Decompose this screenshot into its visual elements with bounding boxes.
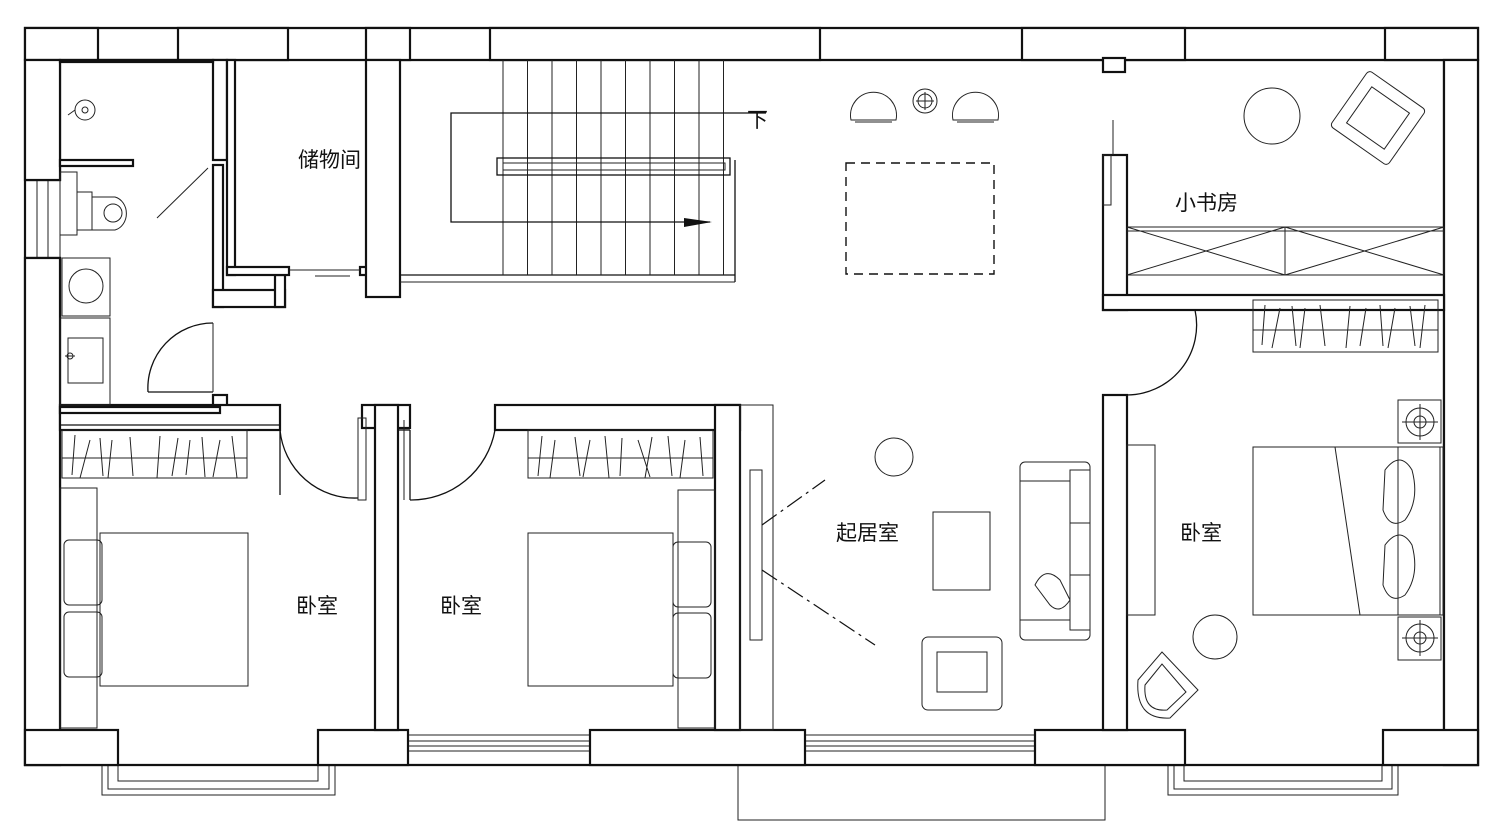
staircase: 下	[400, 60, 768, 283]
tv-stand-right	[1126, 444, 1156, 616]
dining-chairs	[850, 88, 999, 123]
door-corridor-west	[147, 322, 214, 393]
wardrobe-middle	[527, 429, 714, 479]
room-label-living: 起居室	[836, 522, 899, 545]
wardrobe-right	[1252, 299, 1439, 353]
armchair	[921, 636, 1003, 711]
sofa	[1019, 461, 1091, 641]
bedroom-lounge-chair	[1137, 651, 1199, 719]
nightstand-lamp-top	[1397, 399, 1442, 444]
room-label-bedroom-middle: 卧室	[440, 595, 482, 618]
tv-cabinet	[739, 404, 876, 731]
window-left-bath	[24, 179, 61, 259]
round-table	[874, 437, 914, 477]
floor-drain-icon	[67, 99, 96, 121]
balcony	[737, 765, 1106, 821]
bed-right	[1252, 446, 1444, 616]
room-label-bedroom-left: 卧室	[296, 595, 338, 618]
bed-middle	[527, 489, 716, 729]
nightstand-lamp-bottom	[1397, 616, 1442, 661]
stair-arrow-icon	[684, 218, 712, 227]
stair-direction-label: 下	[747, 109, 768, 132]
coffee-table	[932, 511, 991, 591]
door-bedroom-middle	[403, 420, 496, 501]
furniture	[59, 71, 1445, 731]
sink-icon	[59, 317, 111, 406]
window-bottom-living	[804, 734, 1036, 752]
door-bedroom-left	[279, 417, 367, 501]
wardrobe-left	[61, 429, 248, 479]
room-label-bedroom-right: 卧室	[1180, 522, 1222, 545]
toilet-icon	[59, 171, 127, 236]
window-bottom-middle	[407, 734, 593, 752]
rug-outline	[845, 162, 995, 275]
room-label-study: 小书房	[1175, 192, 1238, 215]
room-labels: 储物间 小书房 起居室 卧室 卧室 卧室	[296, 149, 1238, 618]
door-bedroom-right	[1126, 309, 1198, 396]
bay-window-left	[101, 765, 336, 796]
room-label-storage: 储物间	[298, 149, 361, 172]
bedroom-round-table	[1192, 614, 1238, 660]
study-round-table	[1243, 87, 1301, 145]
walls	[23, 26, 1480, 767]
door-storage-sliding	[290, 269, 360, 277]
bay-window-right	[1167, 765, 1399, 796]
washing-machine-icon	[61, 257, 111, 317]
doors	[147, 120, 1198, 501]
exterior-wall	[23, 26, 1480, 767]
door-bathroom	[156, 167, 209, 219]
study-armchair	[1330, 71, 1426, 165]
door-study-sliding	[1102, 120, 1114, 206]
bed-left	[59, 487, 249, 729]
study-bookshelf	[1126, 226, 1445, 276]
